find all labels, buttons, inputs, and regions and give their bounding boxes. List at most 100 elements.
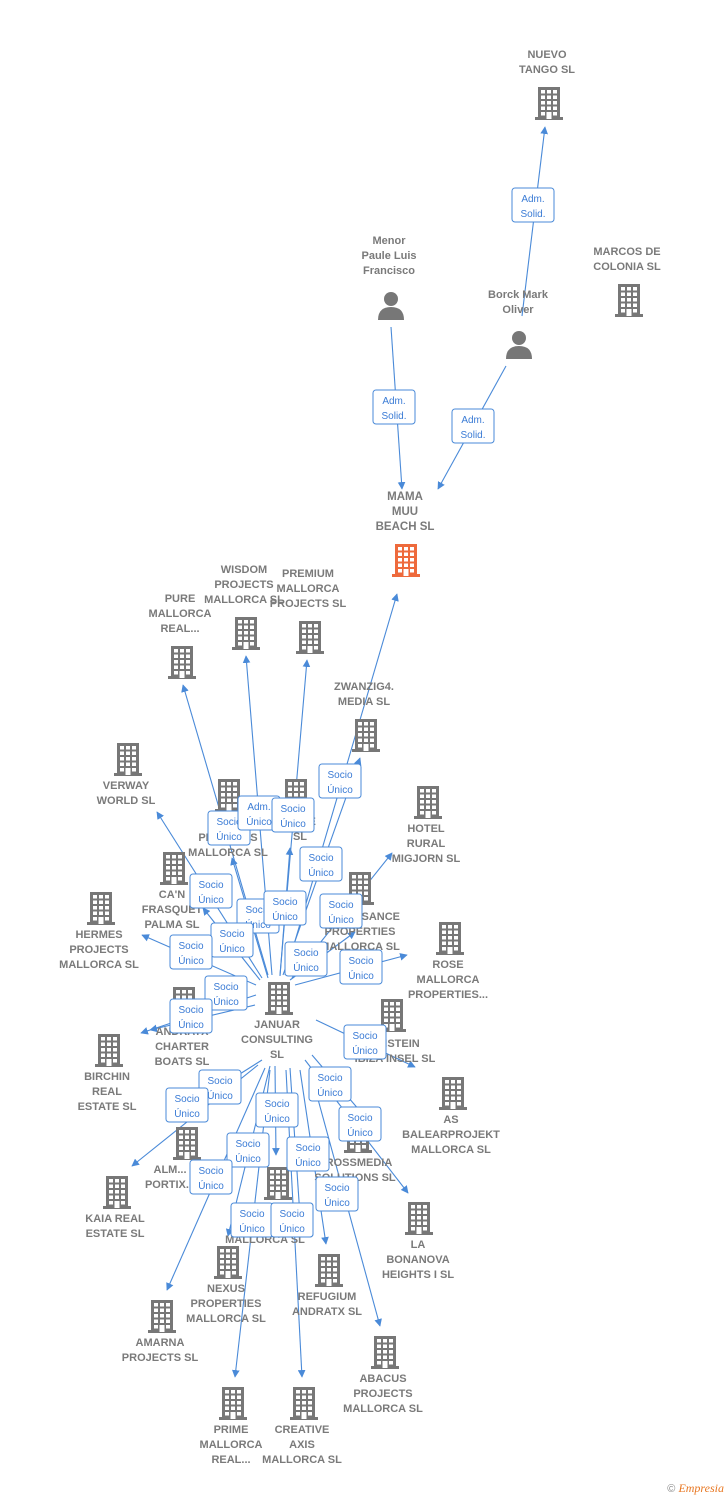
edge-label-line: Socio [178,941,203,952]
node-label-line: HOTEL [407,823,445,835]
edge-label-line: Socio [328,900,353,911]
node-label-line: Menor [373,235,407,247]
node-label-line: PORTIX... [145,1179,195,1191]
building-icon [160,852,188,885]
node-label-line: BONANOVA [386,1254,449,1266]
node-label-line: REFUGIUM [298,1291,357,1303]
building-icon [615,284,643,317]
building-icon [414,786,442,819]
person-icon [506,331,532,359]
edge-label-line: Socio [219,929,244,940]
node-label-line: REAL [92,1086,122,1098]
node-label-line: MALLORCA SL [411,1144,491,1156]
building-icon [535,87,563,120]
node-label-line: SL [293,831,307,843]
node-label-line: ESTATE SL [86,1228,145,1240]
empresia-logo[interactable]: Empresia [678,1481,724,1495]
edge-label-line: Único [178,954,204,967]
edge-label-line: Único [198,1179,224,1192]
edge-label-borck-to-nuevo[interactable]: Adm.Solid. [511,187,555,223]
node-label-line: CA'N [159,889,186,901]
edge-label-januar-to-wisdom[interactable]: Adm.Único [237,795,281,831]
node-label-line: MUU [392,506,418,518]
copyright-symbol: © [667,1483,676,1495]
node-label-line: MALLORCA SL [262,1454,342,1466]
building-icon [405,1202,433,1235]
edge-label-line: Único [295,1156,321,1169]
edge-label-line: Único [352,1044,378,1057]
edge-label-line: Único [216,830,242,843]
node-label-line: REAL... [160,623,199,635]
edge-label-line: Socio [348,956,373,967]
node-label-line: CONSULTING [241,1034,313,1046]
edge-label-line: Único [308,866,334,879]
node-label-line: ALM... [154,1164,187,1176]
node-alma[interactable]: ALM... PORTIX... [145,1127,201,1191]
node-label-line: HEIGHTS I SL [382,1269,454,1281]
edge-label-menor-to-mama[interactable]: Adm.Solid. [372,389,416,425]
edge-label-line: Único [347,1126,373,1139]
node-label-line: KAIA REAL [85,1213,145,1225]
node-label-line: MALLORCA SL [186,1313,266,1325]
node-rose[interactable]: ROSEMALLORCAPROPERTIES... [408,922,488,1001]
edge-label-borck-to-mama[interactable]: Adm.Solid. [451,408,495,444]
node-label-line: MALLORCA [200,1439,263,1451]
node-prime[interactable]: PRIMEMALLORCAREAL... [200,1387,263,1466]
person-icon [378,292,404,320]
node-kaia[interactable]: KAIA REAL ESTATE SL [85,1176,145,1240]
node-label-line: MALLORCA [277,583,340,595]
edge-label-line: Socio [264,1099,289,1110]
node-zwanzig[interactable]: ZWANZIG4.MEDIA SL [334,681,394,752]
building-icon [168,646,196,679]
footer-brand: © Empresia [667,1481,724,1496]
edge-label-line: Adm. [247,802,270,813]
edge-label-line: Único [207,1089,233,1102]
node-pure[interactable]: PUREMALLORCAREAL... [149,593,212,679]
node-label-line: MALLORCA [149,608,212,620]
